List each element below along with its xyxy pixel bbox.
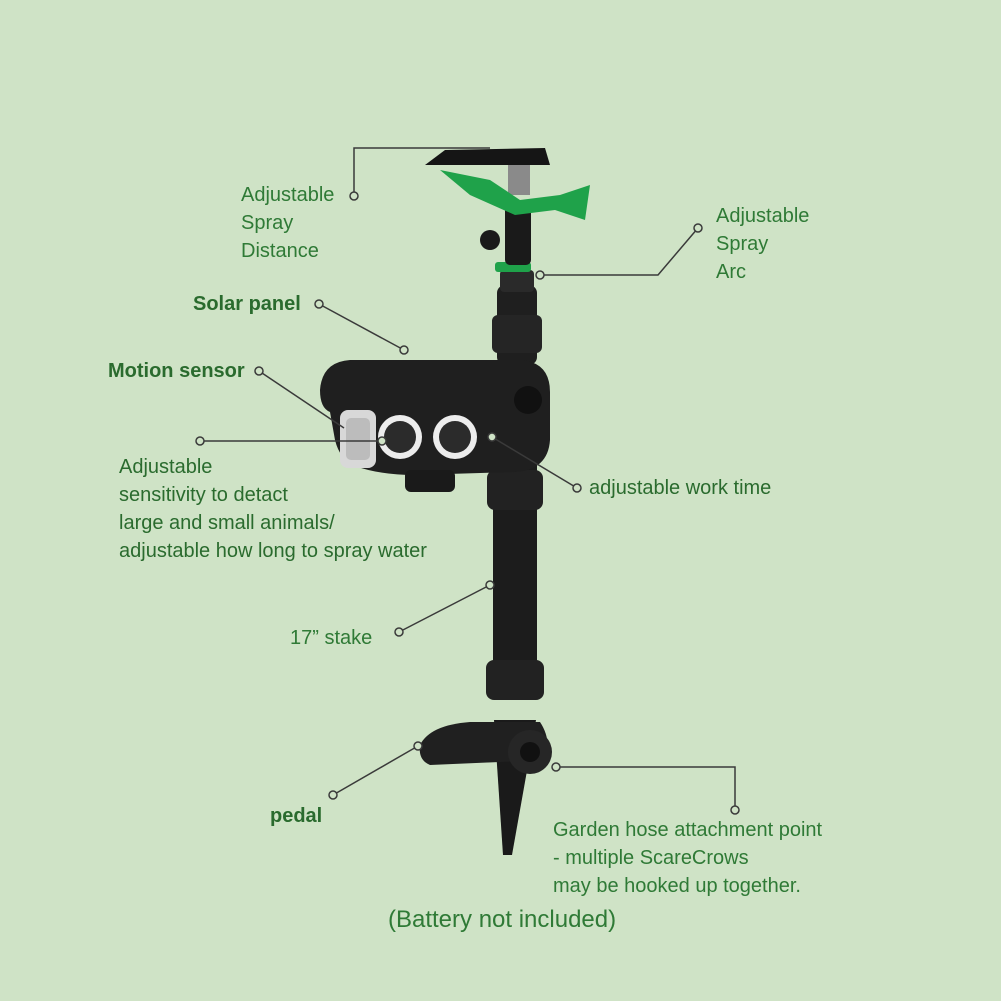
leader-dots bbox=[195, 191, 740, 815]
stake-pole bbox=[493, 450, 537, 700]
stake-coupling-lower bbox=[486, 660, 544, 700]
sprinkler-top bbox=[425, 148, 550, 165]
body-bottom-mount bbox=[405, 470, 455, 492]
body-knob bbox=[514, 386, 542, 414]
leader-pedal bbox=[332, 745, 419, 796]
motion-sensor-lens bbox=[346, 418, 370, 460]
leader-motion-sensor bbox=[258, 370, 345, 429]
label-pedal: pedal bbox=[270, 805, 323, 827]
leader-lines bbox=[200, 147, 736, 810]
pipe-ring bbox=[500, 270, 534, 292]
battery-footnote: (Battery not included) bbox=[388, 906, 617, 933]
green-deflector bbox=[440, 170, 590, 220]
leader-spray-arc bbox=[540, 227, 699, 276]
label-spray-distance-line1: Adjustable bbox=[241, 184, 335, 206]
label-spray-arc-line3: Arc bbox=[716, 261, 746, 283]
leader-solar-panel bbox=[318, 303, 405, 351]
label-hose: Garden hose attachment point - multiple … bbox=[553, 816, 822, 900]
sensitivity-dial-center bbox=[384, 421, 416, 453]
label-sensitivity-line4: adjustable how long to spray water bbox=[119, 540, 427, 562]
stake-coupling bbox=[487, 470, 543, 510]
leader-work-time bbox=[491, 436, 578, 489]
label-spray-distance: Adjustable Spray Distance bbox=[241, 181, 334, 265]
sprinkler-knob bbox=[480, 230, 500, 250]
leader-hose bbox=[556, 766, 736, 810]
label-spray-arc-line1: Adjustable bbox=[716, 205, 810, 227]
pipe-nut bbox=[492, 315, 542, 353]
sprinkler-spring bbox=[508, 165, 530, 195]
label-sensitivity-line2: sensitivity to detact bbox=[119, 484, 288, 506]
work-time-dial-center bbox=[439, 421, 471, 453]
label-sensitivity-line1: Adjustable bbox=[119, 456, 213, 478]
label-spray-distance-line3: Distance bbox=[241, 240, 319, 262]
sprinkler-stem bbox=[505, 200, 531, 265]
label-stake: 17” stake bbox=[290, 627, 373, 649]
label-spray-arc: Adjustable Spray Arc bbox=[716, 202, 809, 286]
label-hose-line2: - multiple ScareCrows bbox=[553, 847, 749, 869]
label-spray-distance-line2: Spray bbox=[241, 212, 294, 234]
label-sensitivity: Adjustable sensitivity to detact large a… bbox=[119, 453, 427, 565]
label-hose-line1: Garden hose attachment point bbox=[553, 819, 823, 841]
label-spray-arc-line2: Spray bbox=[716, 233, 769, 255]
label-hose-line3: may be hooked up together. bbox=[553, 875, 801, 897]
label-work-time: adjustable work time bbox=[589, 477, 772, 499]
label-solar-panel: Solar panel bbox=[193, 293, 301, 315]
leader-stake bbox=[398, 584, 491, 633]
label-sensitivity-line3: large and small animals/ bbox=[119, 512, 335, 534]
leader-spray-distance bbox=[353, 147, 490, 196]
hose-connector-hole bbox=[520, 742, 540, 762]
label-motion-sensor: Motion sensor bbox=[108, 360, 245, 382]
main-body bbox=[320, 360, 550, 475]
